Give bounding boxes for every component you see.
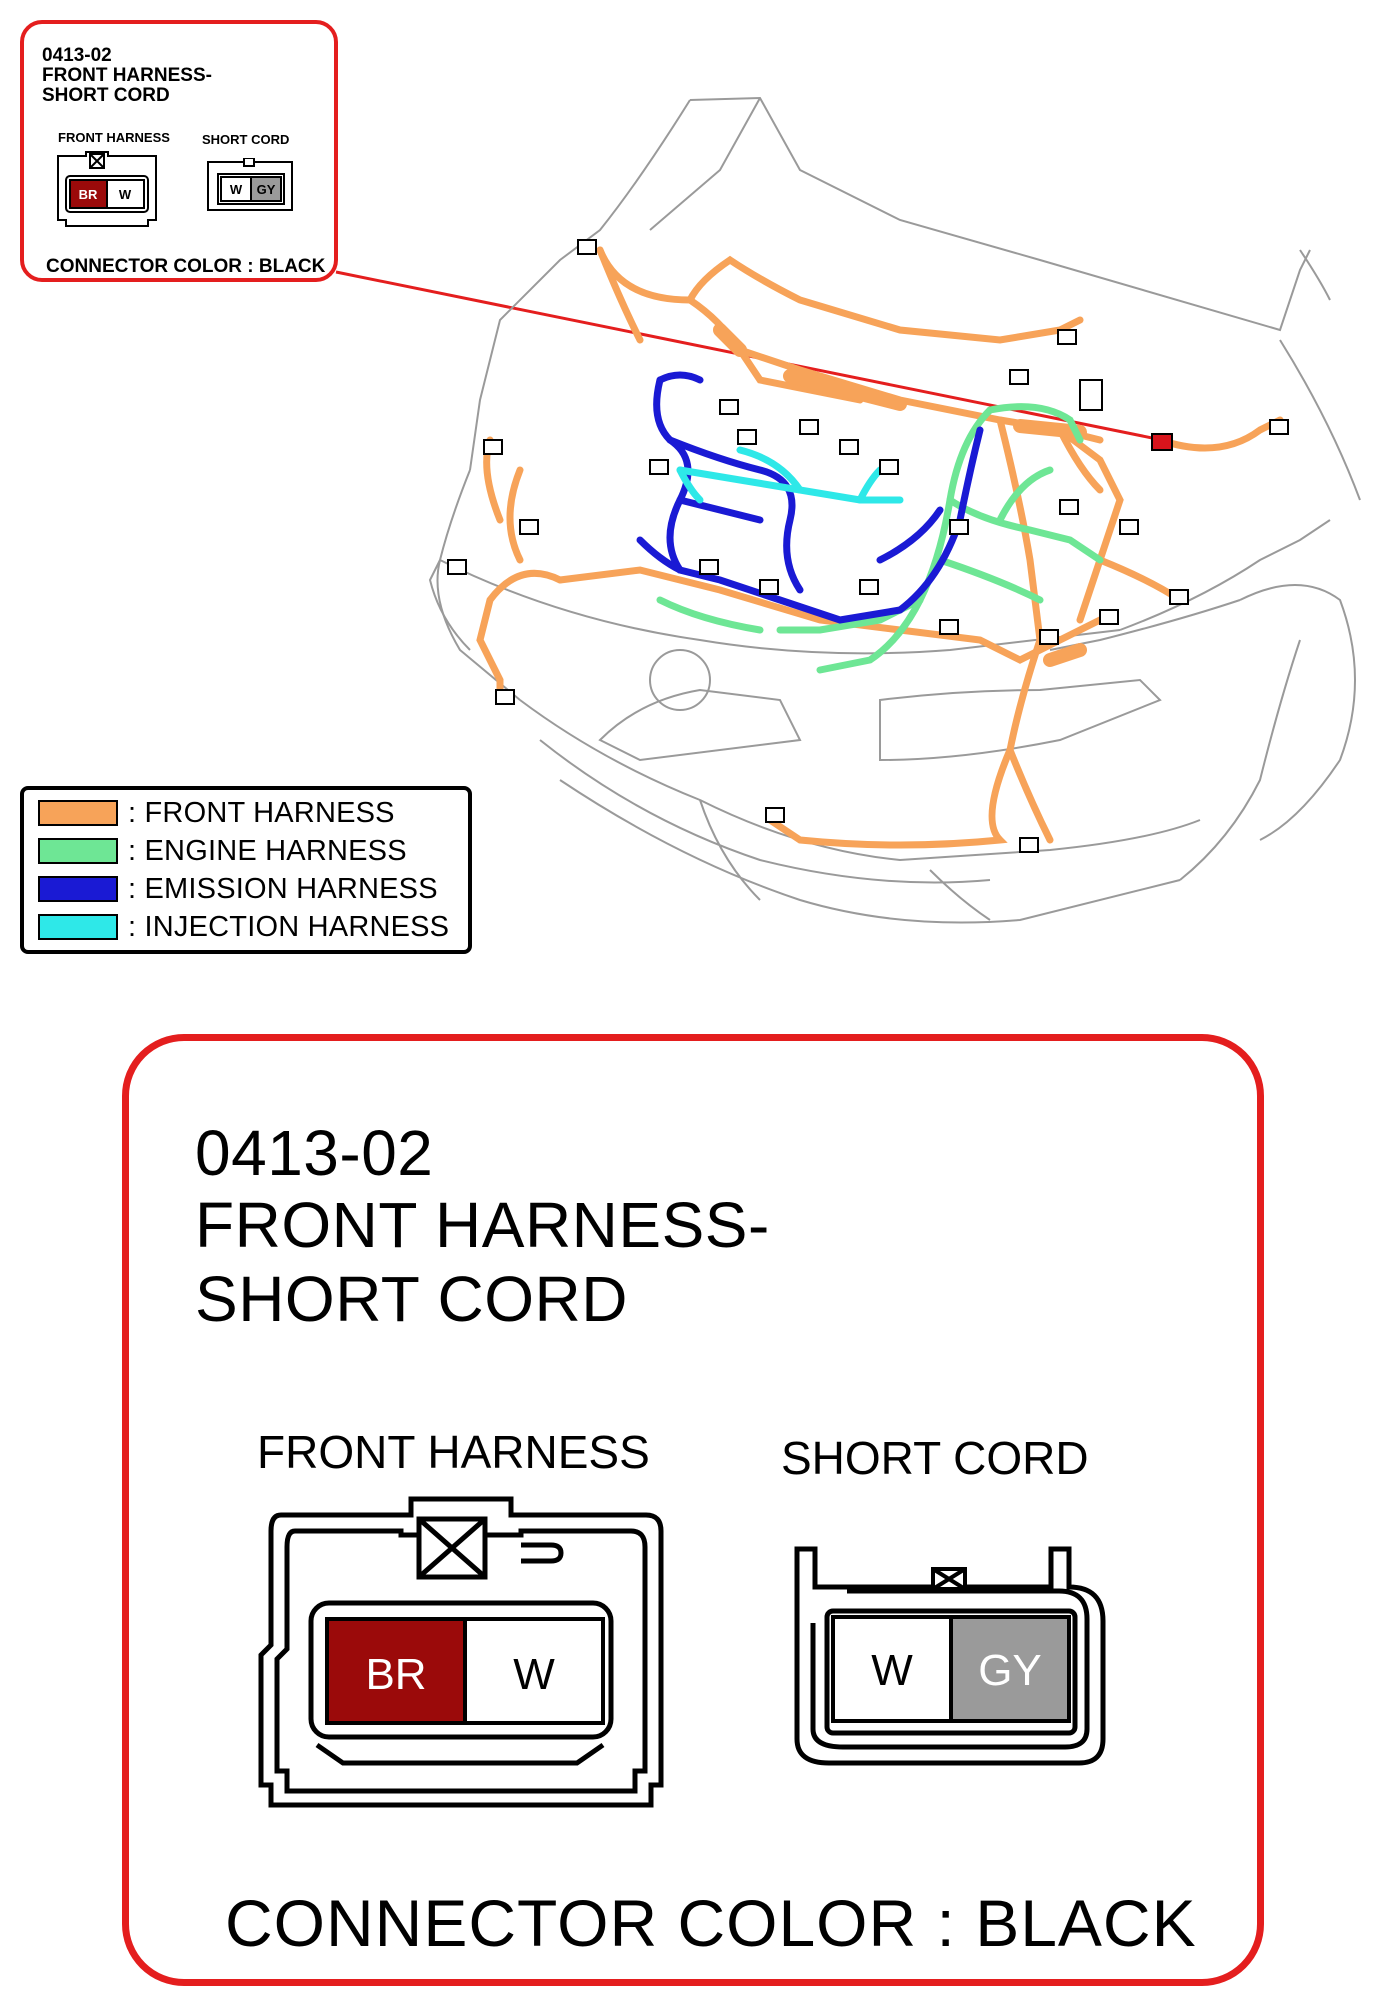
small-pin-br: BR [79,187,98,202]
small-front-harness-connector: BR W [57,151,157,227]
harness-legend: : FRONT HARNESS : ENGINE HARNESS : EMISS… [20,786,472,954]
small-connector-code: 0413-02 [42,45,112,66]
front-harness-trunk [713,323,1087,667]
pin-w-short: W [871,1646,913,1695]
legend-label-injection-harness: : INJECTION HARNESS [128,910,450,943]
legend-label-front-harness: : FRONT HARNESS [128,796,395,829]
pin-w-front: W [513,1650,555,1699]
legend-item-injection-harness: : INJECTION HARNESS [38,910,450,943]
connector-title-line2: SHORT CORD [195,1263,628,1335]
legend-swatch-injection-harness [38,914,118,940]
engine-harness-wires [656,403,1104,674]
legend-item-front-harness: : FRONT HARNESS [38,796,395,829]
legend-label-engine-harness: : ENGINE HARNESS [128,834,407,867]
short-cord-label: SHORT CORD [781,1432,1089,1484]
connector-color: CONNECTOR COLOR : BLACK [225,1886,1197,1960]
legend-label-emission-harness: : EMISSION HARNESS [128,872,438,905]
front-harness-label: FRONT HARNESS [257,1426,650,1478]
small-pin-gy: GY [257,182,276,197]
legend-swatch-engine-harness [38,838,118,864]
car-body-outline [428,96,1361,924]
front-harness-connector: BR W [258,1496,664,1808]
harness-connectors [447,239,1289,853]
small-pin-w-front: W [119,187,132,202]
small-connector-title-line2: SHORT CORD [42,85,170,106]
connector-callout-small: 0413-02 FRONT HARNESS- SHORT CORD FRONT … [20,20,338,282]
legend-swatch-emission-harness [38,876,118,902]
connector-code: 0413-02 [195,1117,434,1189]
connector-callout-large: 0413-02 FRONT HARNESS- SHORT CORD FRONT … [122,1034,1264,1986]
small-short-cord-connector: W GY [207,158,293,211]
pin-gy: GY [978,1646,1042,1695]
legend-item-emission-harness: : EMISSION HARNESS [38,872,438,905]
small-connector-color: CONNECTOR COLOR : BLACK [46,256,326,277]
small-short-cord-label: SHORT CORD [202,132,290,147]
highlighted-connector-0413-02 [1151,433,1173,451]
small-connector-title-line1: FRONT HARNESS- [42,65,212,86]
short-cord-connector: W GY [794,1546,1106,1766]
small-pin-w-short: W [230,182,243,197]
legend-item-engine-harness: : ENGINE HARNESS [38,834,407,867]
legend-swatch-front-harness [38,800,118,826]
connector-title-line1: FRONT HARNESS- [195,1189,770,1261]
small-front-harness-label: FRONT HARNESS [58,130,170,145]
injection-harness-wires [676,446,904,504]
pin-br: BR [365,1650,426,1699]
